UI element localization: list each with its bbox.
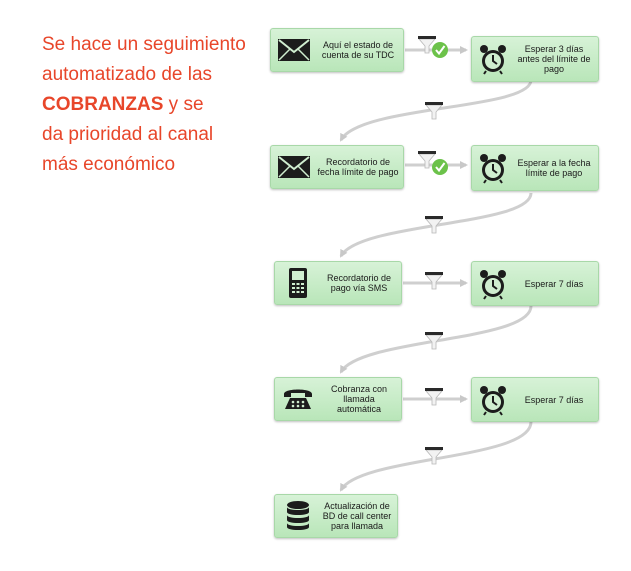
alarm-clock-icon <box>472 384 514 416</box>
check-icon <box>432 42 448 58</box>
sms-reminder-step: Recordatorio de pago vía SMS <box>274 261 402 305</box>
mobile-phone-icon <box>275 267 321 299</box>
database-icon <box>275 500 321 532</box>
email-reminder-step: Recordatorio de fecha límite de pago <box>270 145 404 189</box>
edge-4-5 <box>339 192 533 258</box>
funnel-icon <box>424 387 444 406</box>
envelope-icon <box>271 38 317 62</box>
wait-3-days-label: Esperar 3 días antes del límite de pago <box>517 44 591 74</box>
headline-line-2: automatizado de las <box>42 64 213 85</box>
sms-reminder-label: Recordatorio de pago vía SMS <box>326 273 392 293</box>
email-statement-step: Aquí el estado de cuenta de su TDC <box>270 28 404 72</box>
headline-line-1: Se hace un seguimiento <box>42 34 246 55</box>
db-update-step: Actualización de BD de call center para … <box>274 494 398 538</box>
edge-2-3 <box>339 79 533 142</box>
wait-7-days-label-a: Esperar 7 días <box>524 278 584 289</box>
envelope-icon <box>271 155 317 179</box>
headline-line-5: más económico <box>42 154 176 175</box>
db-update-label: Actualización de BD de call center para … <box>322 501 392 531</box>
telephone-icon <box>275 385 321 413</box>
auto-call-label: Cobranza con llamada automática <box>330 384 388 414</box>
wait-due-date-step: Esperar a la fecha límite de pago <box>471 145 599 191</box>
alarm-clock-icon <box>472 152 514 184</box>
wait-due-date-label: Esperar a la fecha límite de pago <box>517 158 591 178</box>
wait-7-days-label-b: Esperar 7 días <box>524 394 584 405</box>
check-icon <box>432 159 448 175</box>
auto-call-step: Cobranza con llamada automática <box>274 377 402 421</box>
headline: Se hace un seguimiento automatizado de l… <box>42 30 272 180</box>
email-statement-label: Aquí el estado de cuenta de su TDC <box>321 40 395 60</box>
headline-emphasis: COBRANZAS <box>42 94 164 115</box>
alarm-clock-icon <box>472 43 514 75</box>
alarm-clock-icon <box>472 268 514 300</box>
wait-3-days-step: Esperar 3 días antes del límite de pago <box>471 36 599 82</box>
wait-7-days-step-b: Esperar 7 días <box>471 377 599 422</box>
edge-6-7 <box>339 305 533 374</box>
email-reminder-label: Recordatorio de fecha límite de pago <box>317 157 399 177</box>
headline-line-3: COBRANZAS y se <box>42 90 272 120</box>
wait-7-days-step-a: Esperar 7 días <box>471 261 599 306</box>
funnel-icon <box>424 271 444 290</box>
headline-line-3-rest: y se <box>163 94 204 115</box>
headline-line-4: da prioridad al canal <box>42 124 214 145</box>
edge-8-9 <box>339 421 533 492</box>
